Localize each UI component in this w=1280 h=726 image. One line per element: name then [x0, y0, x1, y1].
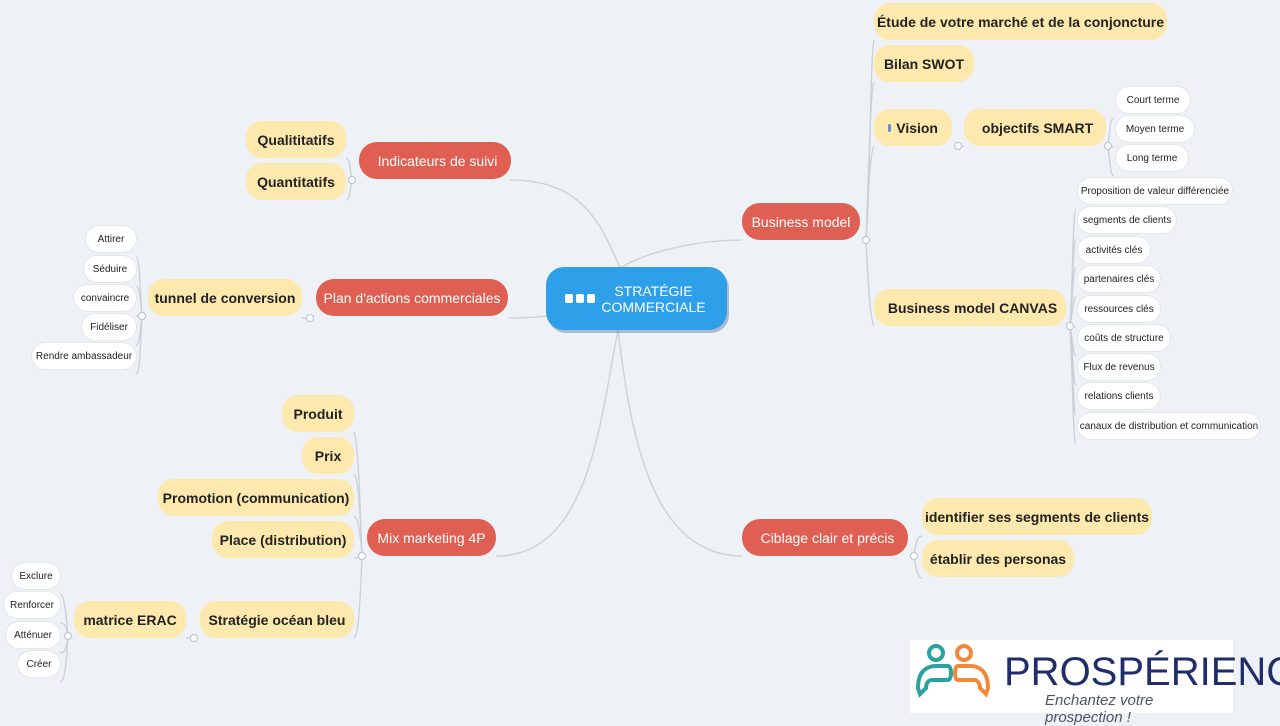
tunnel-step[interactable]: Attirer — [86, 226, 136, 252]
collapse-dot[interactable] — [306, 314, 314, 322]
node-tunnel-de-conversion[interactable]: tunnel de conversion — [148, 279, 302, 316]
node-etude-marche[interactable]: Étude de votre marché et de la conjonctu… — [874, 3, 1167, 40]
node-etablir-personas[interactable]: établir des personas — [922, 540, 1074, 577]
card-icon — [564, 294, 573, 303]
canvas-item[interactable]: coûts de structure — [1078, 325, 1170, 351]
canvas-item[interactable]: partenaires clés — [1078, 266, 1160, 292]
checklist-icon — [586, 294, 595, 303]
node-place[interactable]: Place (distribution) — [212, 521, 354, 558]
canvas-item[interactable]: ressources clés — [1078, 296, 1160, 322]
drop-icon — [575, 294, 584, 303]
node-mix-marketing-4p[interactable]: Mix marketing 4P — [367, 519, 496, 556]
node-identifier-segments[interactable]: identifier ses segments de clients — [922, 498, 1152, 535]
tunnel-step[interactable]: Séduire — [84, 256, 136, 282]
tunnel-step[interactable]: Rendre ambassadeur — [32, 343, 136, 369]
node-plan-actions-commerciales[interactable]: Plan d'actions commerciales — [316, 279, 508, 316]
erac-item[interactable]: Atténuer — [6, 622, 60, 648]
node-business-model[interactable]: Business model — [742, 203, 860, 240]
node-produit[interactable]: Produit — [282, 395, 354, 432]
logo-brand-text: PROSPÉRIENCE — [1004, 650, 1280, 694]
collapse-dot[interactable] — [1066, 322, 1074, 330]
tunnel-step[interactable]: convaincre — [74, 285, 136, 311]
node-long-terme[interactable]: Long terme — [1116, 145, 1188, 171]
collapse-dot[interactable] — [348, 176, 356, 184]
node-prix[interactable]: Prix — [302, 437, 354, 474]
erac-item[interactable]: Renforcer — [4, 592, 60, 618]
node-indicateurs-de-suivi[interactable]: Indicateurs de suivi — [359, 142, 511, 179]
edge-root-business — [619, 239, 743, 269]
node-strategie-ocean-bleu[interactable]: Stratégie océan bleu — [200, 601, 354, 638]
edge-root-ciblage — [617, 329, 743, 557]
collapse-dot[interactable] — [954, 142, 962, 150]
collapse-dot[interactable] — [190, 634, 198, 642]
canvas-item[interactable]: Proposition de valeur différenciée — [1078, 178, 1232, 204]
thumbs-up-icon — [888, 123, 892, 132]
collapse-dot[interactable] — [64, 632, 72, 640]
collapse-dot[interactable] — [358, 552, 366, 560]
node-business-model-canvas[interactable]: Business model CANVAS — [874, 289, 1066, 326]
node-objectifs-smart[interactable]: objectifs SMART — [964, 109, 1106, 146]
node-quantitatifs[interactable]: Quantitatifs — [246, 163, 346, 200]
logo-tagline: Enchantez votre prospection ! — [1045, 692, 1154, 726]
edge-root-plan — [507, 315, 549, 319]
canvas-item[interactable]: relations clients — [1078, 383, 1160, 409]
erac-item[interactable]: Exclure — [12, 563, 60, 589]
collapse-dot[interactable] — [1104, 142, 1112, 150]
collapse-dot[interactable] — [138, 312, 146, 320]
node-ciblage[interactable]: Ciblage clair et précis — [742, 519, 908, 556]
node-qualititatifs[interactable]: Qualititatifs — [246, 121, 346, 158]
canvas-item[interactable]: segments de clients — [1078, 207, 1176, 233]
node-court-terme[interactable]: Court terme — [1116, 87, 1190, 113]
edge-root-mix — [495, 329, 619, 557]
root-icons — [564, 294, 595, 303]
logo-mark-icon — [915, 644, 991, 698]
erac-item[interactable]: Créer — [18, 651, 60, 677]
node-promotion[interactable]: Promotion (communication) — [158, 479, 354, 516]
collapse-dot[interactable] — [862, 236, 870, 244]
canvas-item[interactable]: canaux de distribution et communication — [1078, 413, 1260, 439]
node-bilan-swot[interactable]: Bilan SWOT — [874, 45, 974, 82]
node-moyen-terme[interactable]: Moyen terme — [1116, 116, 1194, 142]
node-matrice-erac[interactable]: matrice ERAC — [74, 601, 186, 638]
tunnel-step[interactable]: Fidéliser — [82, 314, 136, 340]
canvas-item[interactable]: activités clés — [1078, 237, 1150, 263]
collapse-dot[interactable] — [910, 552, 918, 560]
node-vision[interactable]: Vision — [874, 109, 952, 146]
edge-root-indicateurs — [509, 179, 621, 269]
canvas-item[interactable]: Flux de revenus — [1078, 354, 1160, 380]
prosperience-logo: PROSPÉRIENCE Enchantez votre prospection… — [910, 640, 1280, 726]
